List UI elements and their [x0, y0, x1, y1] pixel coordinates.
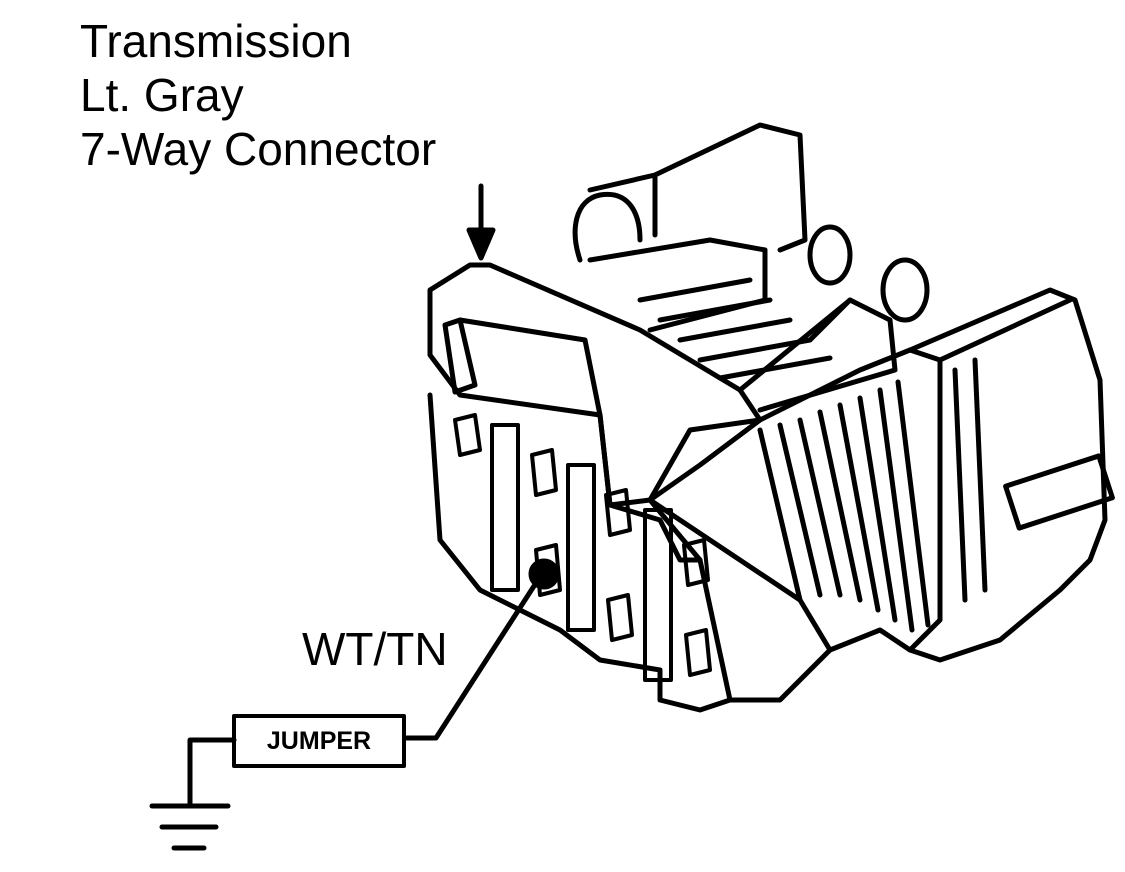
callout-title-line-2: Lt. Gray	[80, 69, 244, 121]
connector-latch	[572, 122, 898, 413]
callout-title-line-3: 7-Way Connector	[80, 123, 437, 175]
callout-title-line-1: Transmission	[80, 15, 352, 67]
rear-boot	[647, 224, 1115, 663]
jumper-label: JUMPER	[266, 727, 372, 755]
down-arrow-icon	[466, 183, 496, 261]
connector-housing	[427, 262, 833, 713]
wire-color-label: WT/TN	[302, 623, 448, 675]
ground-symbol-icon	[149, 737, 237, 851]
probe-dot-icon	[528, 558, 560, 590]
probe-wire	[403, 558, 560, 741]
terminal-cavities	[453, 413, 712, 682]
